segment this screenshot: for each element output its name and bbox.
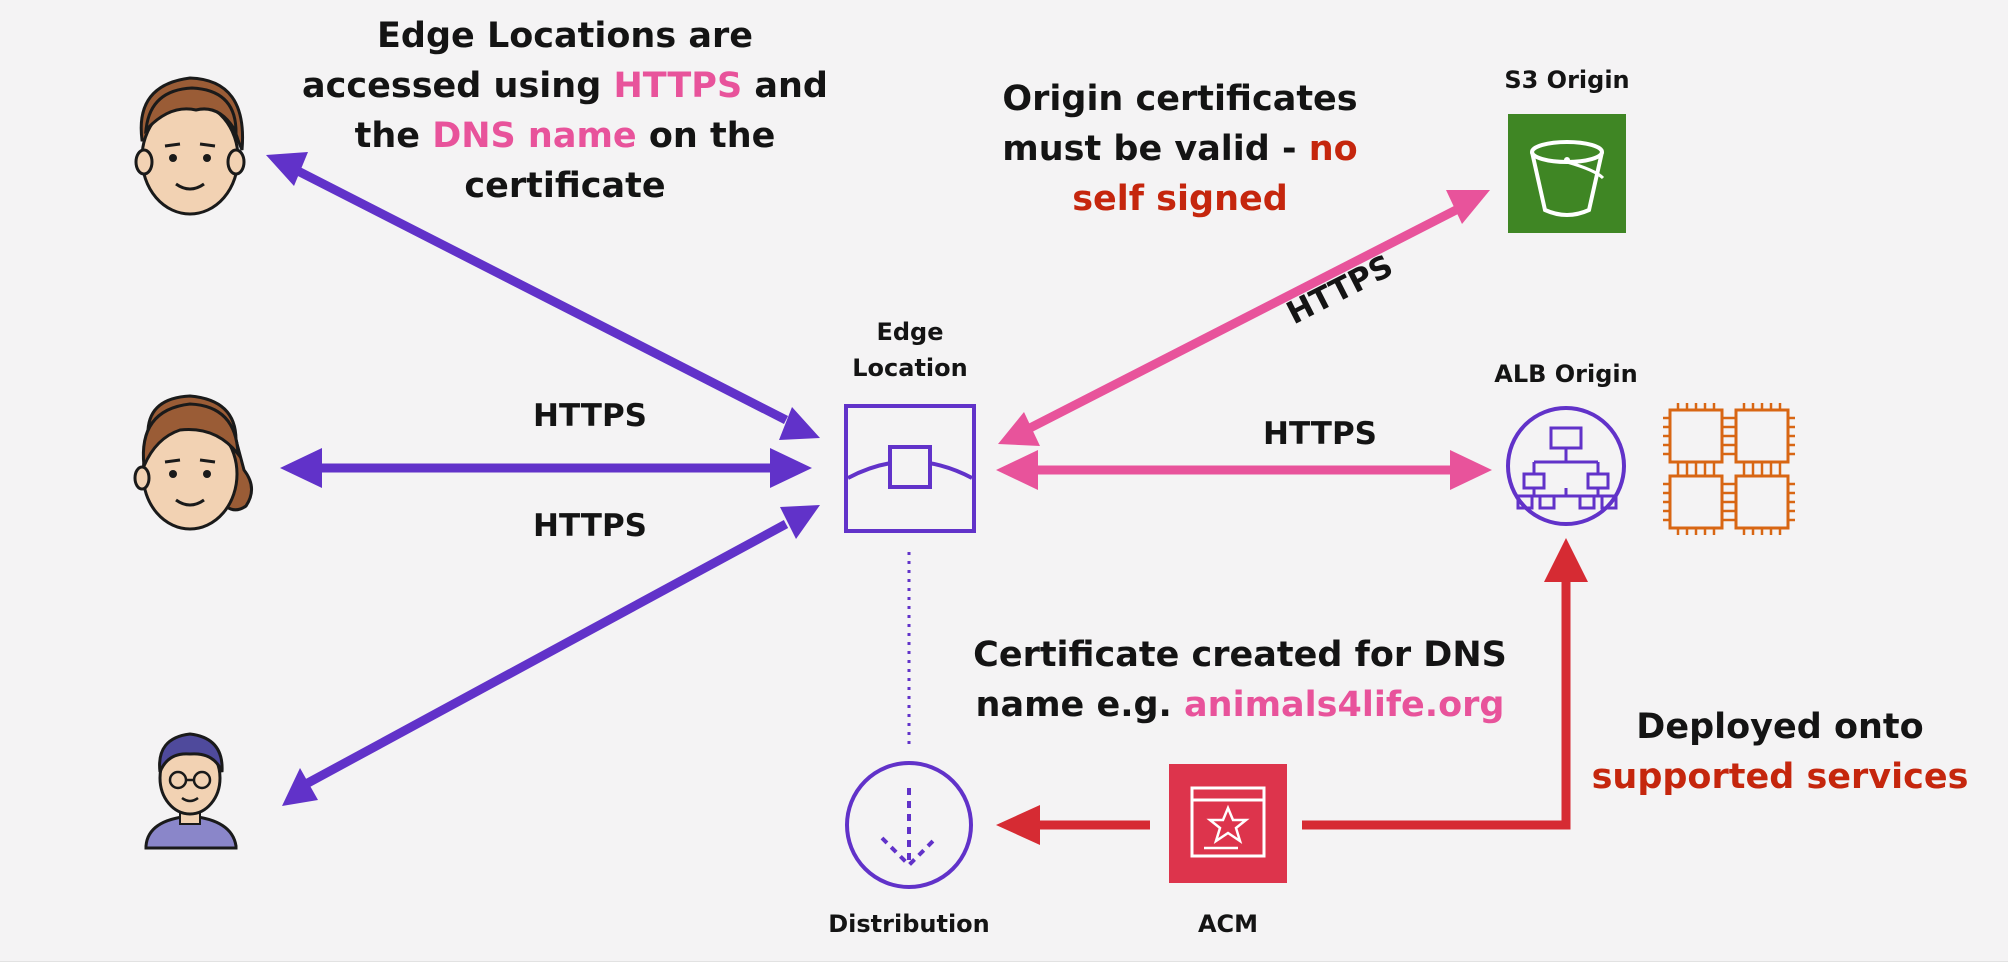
edge-location-icon: [844, 404, 976, 533]
arrow-acm-alb: [1302, 538, 1588, 830]
edge-note-line-1: Edge Locations are: [377, 16, 753, 56]
ec2-instance-icon: [1729, 469, 1795, 535]
origin-note-line-1: Origin certificates: [1002, 79, 1358, 119]
ec2-instance-icon: [1663, 403, 1729, 469]
https-label-alb: HTTPS: [1263, 416, 1377, 452]
origin-cert-note: Origin certificates must be valid - no s…: [980, 74, 1380, 224]
s3-origin-label: S3 Origin: [1504, 66, 1630, 94]
load-balancer-icon: [1506, 406, 1626, 526]
distribution-icon: [845, 761, 973, 889]
alb-origin-label: ALB Origin: [1494, 360, 1638, 388]
cert-note-line-2: name e.g. animals4life.org: [975, 685, 1505, 725]
acm-label: ACM: [1197, 910, 1259, 938]
deploy-note-line-2: supported services: [1591, 757, 1969, 797]
edge-note-line-3: the DNS name on the: [354, 116, 776, 156]
arrow-user-middle-edge: [280, 448, 812, 488]
arrow-user-bottom-edge: [282, 505, 820, 806]
cert-note-line-1: Certificate created for DNS: [973, 635, 1507, 675]
ec2-instance-icon: [1729, 403, 1795, 469]
arrow-acm-distribution: [996, 805, 1150, 845]
arrow-edge-alb: [996, 450, 1492, 490]
origin-note-line-2: must be valid - no: [1002, 129, 1358, 169]
https-label-lower: HTTPS: [533, 508, 647, 544]
arrow-user-top-edge: [266, 152, 820, 440]
certificate-manager-icon: [1169, 764, 1287, 883]
cert-created-note: Certificate created for DNS name e.g. an…: [960, 630, 1520, 730]
edge-location-label-line-1: Edge: [876, 318, 944, 346]
ec2-instances: [1663, 403, 1795, 535]
deploy-note-line-1: Deployed onto: [1636, 707, 1924, 747]
https-label-middle: HTTPS: [533, 398, 647, 434]
bottom-scroll-bar: [0, 961, 2008, 977]
edge-location-label-line-2: Location: [852, 354, 968, 382]
man-avatar-icon: [134, 76, 246, 216]
ec2-instance-icon: [1663, 469, 1729, 535]
origin-note-line-3: self signed: [1072, 179, 1288, 219]
s3-bucket-icon: [1508, 114, 1626, 233]
arrow-edge-s3: [998, 190, 1490, 446]
deployed-note: Deployed onto supported services: [1590, 702, 1970, 802]
edge-note-line-2: accessed using HTTPS and: [302, 66, 828, 106]
edge-location-label: Edge Location: [830, 314, 990, 386]
distribution-label: Distribution: [828, 910, 990, 938]
man-with-glasses-avatar-icon: [144, 732, 238, 850]
edge-note-line-4: certificate: [464, 166, 666, 206]
edge-access-note: Edge Locations are accessed using HTTPS …: [300, 11, 830, 211]
woman-avatar-icon: [133, 394, 253, 531]
